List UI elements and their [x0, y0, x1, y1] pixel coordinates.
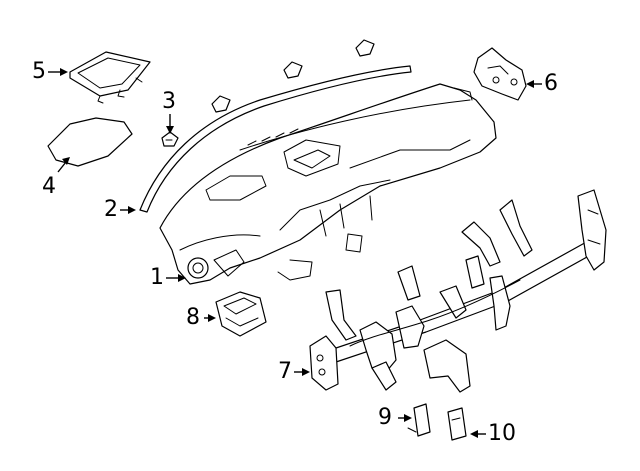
part-7-side-bracket	[309, 335, 339, 391]
callout-2: 2	[104, 197, 118, 222]
callout-5: 5	[32, 59, 46, 84]
cross-car-beam	[325, 189, 607, 393]
callout-9: 9	[378, 405, 392, 430]
part-6-bracket	[473, 47, 527, 101]
part-8-module	[215, 291, 267, 337]
callout-3: 3	[162, 89, 176, 114]
callout-7: 7	[278, 359, 292, 384]
part-9-small-bracket	[407, 403, 431, 437]
callout-10: 10	[488, 421, 516, 446]
callout-4: 4	[42, 174, 56, 199]
leader-lines	[48, 68, 542, 438]
top-clips	[211, 39, 375, 113]
part-5-cover-frame	[69, 51, 151, 104]
part-10-small-bracket	[447, 407, 467, 441]
callout-6: 6	[544, 71, 558, 96]
part-1-instrument-panel	[159, 83, 497, 285]
part-2-trim-strip	[139, 65, 412, 213]
callout-8: 8	[186, 305, 200, 330]
callout-1: 1	[150, 265, 164, 290]
part-4-panel	[47, 117, 133, 167]
part-3-clip	[161, 131, 179, 147]
